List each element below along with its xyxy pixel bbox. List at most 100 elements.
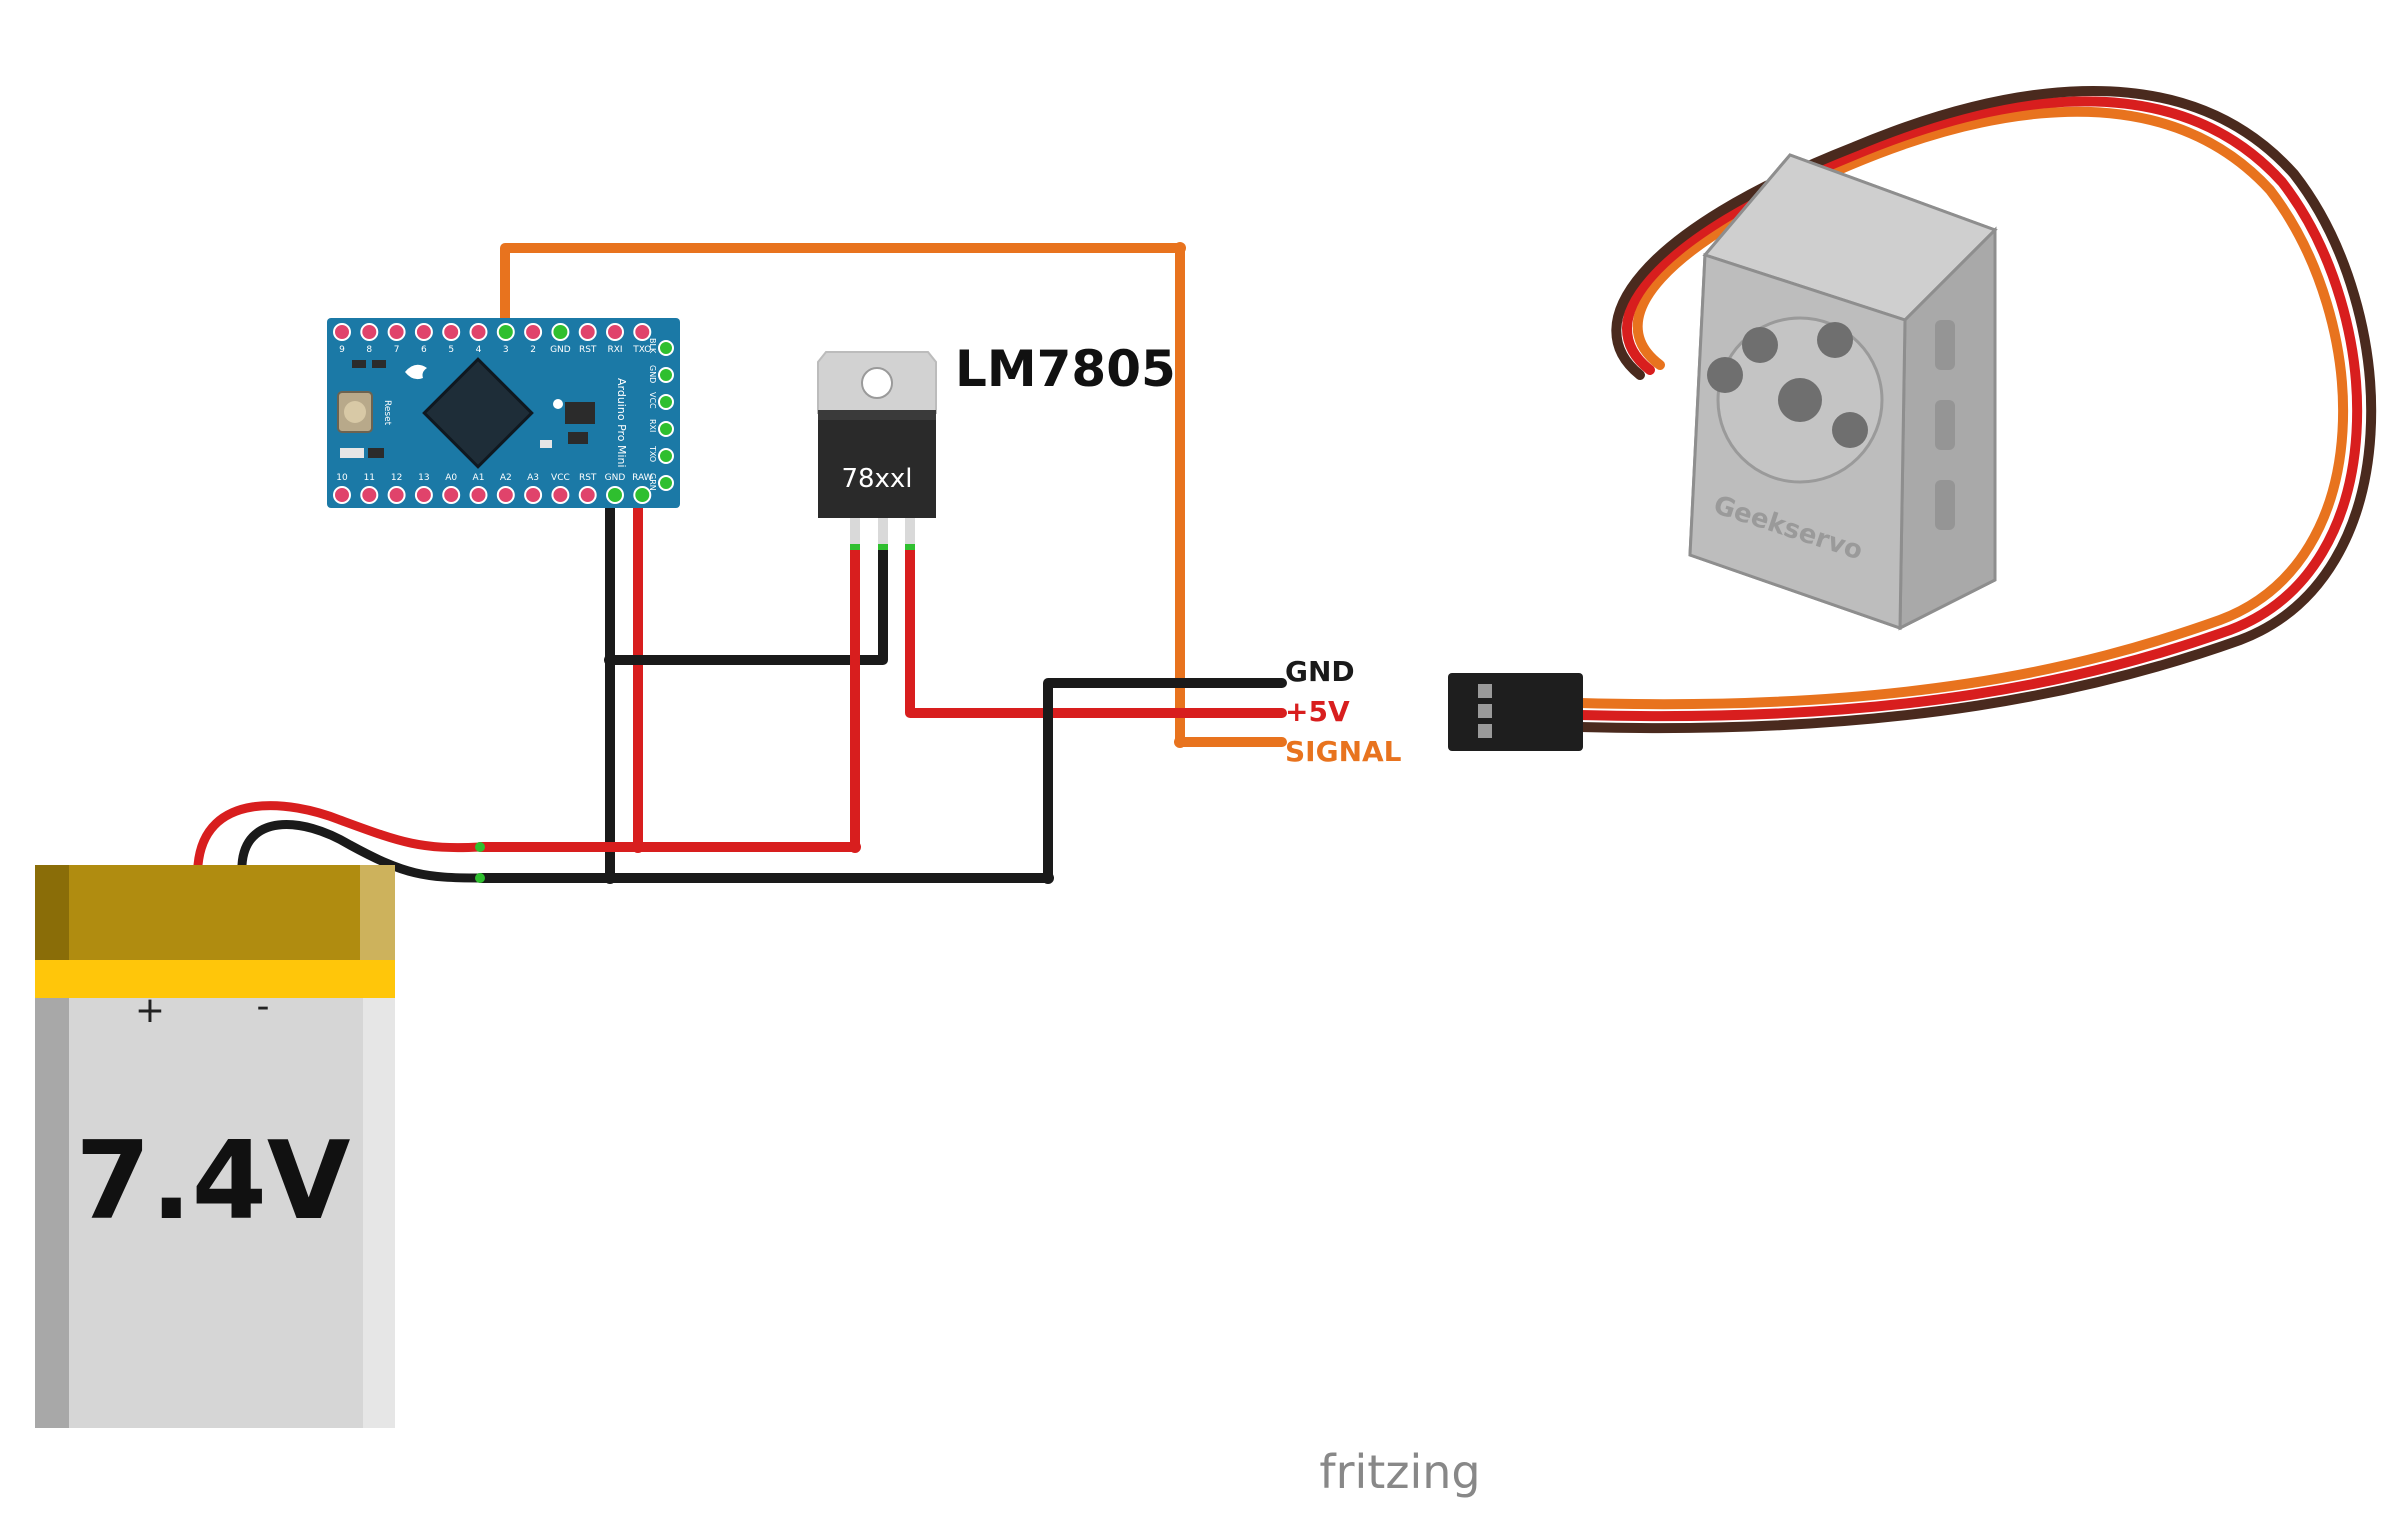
junction xyxy=(604,872,616,884)
battery-top xyxy=(35,865,395,960)
junction xyxy=(1042,872,1054,884)
pin-pad xyxy=(469,323,488,341)
battery-black-lead xyxy=(237,820,485,883)
regulator-pin-gnd xyxy=(878,518,888,548)
pin-pad xyxy=(551,486,570,504)
regulator-gnd-wire xyxy=(605,543,888,665)
regulator-lip xyxy=(818,410,936,420)
pin-pad xyxy=(333,323,351,341)
pin-label: 7 xyxy=(394,345,400,355)
signal-label: SIGNAL xyxy=(1285,735,1402,768)
pin-label: RST xyxy=(579,345,597,355)
pin-marker xyxy=(905,544,915,550)
servo-gnd-wire xyxy=(1043,678,1287,883)
pin-label: 12 xyxy=(391,473,402,483)
pin-label: A0 xyxy=(445,473,457,483)
smd-part xyxy=(340,448,364,458)
battery-body xyxy=(35,865,395,1428)
servo-side-slot xyxy=(1935,400,1955,450)
pin-label: RST xyxy=(579,473,597,483)
side-pin-row: BLK GND VCC RXI TXO GRN xyxy=(648,338,674,491)
battery-top-shade xyxy=(35,865,69,960)
battery-voltage: 7.4V xyxy=(76,1119,351,1244)
pin-label: 2 xyxy=(530,345,536,355)
servo-hole xyxy=(1742,327,1778,363)
smd-part xyxy=(568,432,588,444)
pin-label: GND xyxy=(550,345,571,355)
pin-pad xyxy=(496,323,515,341)
servo-hole xyxy=(1832,412,1868,448)
regulator-out-wire xyxy=(905,543,1287,718)
pin-label: 4 xyxy=(476,345,482,355)
pin-label: TXO xyxy=(648,445,657,462)
pin-pad xyxy=(658,394,674,410)
junction xyxy=(1174,736,1186,748)
regulator-body xyxy=(818,410,936,518)
pin-pad xyxy=(333,486,351,504)
pin-label: 13 xyxy=(418,473,429,483)
servo-side-slot xyxy=(1935,480,1955,530)
pin-pad xyxy=(360,486,379,504)
junction xyxy=(849,841,861,853)
servo-hole xyxy=(1778,378,1822,422)
reset-label: Reset xyxy=(382,400,392,426)
servo-connector-slot xyxy=(1478,724,1492,738)
servo-motor: Geekservo xyxy=(1448,85,2377,751)
pin-label: RAW xyxy=(632,473,653,483)
pin-pad xyxy=(658,340,674,356)
pin-label: GND xyxy=(648,365,657,383)
logo-icon xyxy=(405,364,427,380)
pin-pad xyxy=(633,323,652,341)
pin-pad xyxy=(551,323,570,341)
regulator-title: LM7805 xyxy=(955,340,1176,398)
pin-label: A3 xyxy=(527,473,539,483)
battery-top-highlight xyxy=(360,865,395,960)
pin-pad xyxy=(578,486,597,504)
regulator-pin-out xyxy=(905,518,915,548)
servo-hole xyxy=(1707,357,1743,393)
wires xyxy=(193,242,1287,884)
pin-label: 11 xyxy=(364,473,375,483)
led xyxy=(553,399,563,409)
pin-pad xyxy=(387,486,406,504)
junction xyxy=(632,841,644,853)
pin-pad xyxy=(414,323,433,341)
pin-label: GND xyxy=(605,473,626,483)
pin-marker xyxy=(878,544,888,550)
smd-part xyxy=(368,448,384,458)
pin-label: 3 xyxy=(503,345,509,355)
pin-pad xyxy=(658,367,674,383)
battery-red-lead xyxy=(193,801,485,870)
pin-label: 10 xyxy=(336,473,348,483)
pin-label: 9 xyxy=(339,345,345,355)
gnd-label: GND xyxy=(1285,655,1355,688)
pin-label: GRN xyxy=(648,473,657,491)
pin-pad xyxy=(360,323,379,341)
pin-pad xyxy=(496,486,515,504)
servo-connector-slot xyxy=(1478,684,1492,698)
fritzing-watermark: fritzing xyxy=(1319,1445,1480,1499)
pin-label: 8 xyxy=(366,345,372,355)
pin-label: RXI xyxy=(648,419,657,432)
pin-label: 6 xyxy=(421,345,427,355)
lead-end xyxy=(475,873,485,883)
pin-pad xyxy=(633,486,652,504)
pin-label: VCC xyxy=(648,392,657,409)
pin-pad xyxy=(442,486,461,504)
pin-label: BLK xyxy=(648,338,657,354)
regulator-hole xyxy=(861,367,893,399)
battery: + - 7.4V xyxy=(35,865,395,1428)
pin-marker xyxy=(850,544,860,550)
microcontroller-chip xyxy=(422,357,534,469)
5v-label: +5V xyxy=(1285,695,1350,728)
servo-connector-slot xyxy=(1478,704,1492,718)
battery-band xyxy=(35,960,395,998)
smd-part xyxy=(352,360,366,368)
smd-part xyxy=(540,440,552,448)
smd-part xyxy=(565,402,595,424)
pin-label: RXI xyxy=(607,345,622,355)
pin-pad xyxy=(414,486,433,504)
servo-hole xyxy=(1817,322,1853,358)
